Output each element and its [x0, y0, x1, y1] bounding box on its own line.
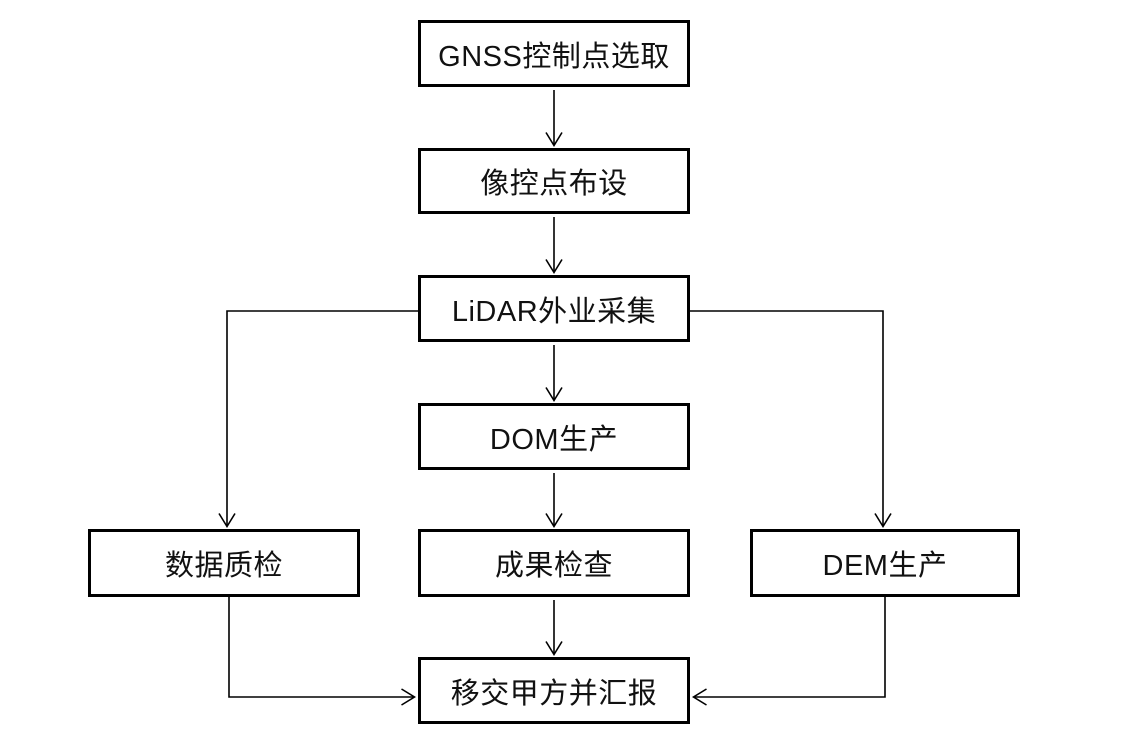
arrow-data-qc-to-handover: [228, 597, 417, 706]
node-handover-and-report: 移交甲方并汇报: [418, 657, 690, 724]
node-result-inspection: 成果检查: [418, 529, 690, 597]
node-gnss-control-point-selection: GNSS控制点选取: [418, 20, 690, 87]
arrow-lidar-to-data-qc: [218, 310, 418, 529]
arrow-dem-to-handover: [691, 597, 886, 706]
node-dom-label: DOM生产: [489, 423, 619, 456]
node-data-quality-check: 数据质检: [88, 529, 360, 597]
node-dom-production: DOM生产: [418, 403, 690, 470]
node-dem-label: DEM生产: [822, 550, 948, 582]
node-result-check-label: 成果检查: [494, 550, 613, 582]
arrow-lidar-to-dem: [690, 310, 892, 529]
node-data-qc-label: 数据质检: [164, 550, 283, 582]
node-handover-label: 移交甲方并汇报: [450, 677, 658, 710]
node-dem-production: DEM生产: [750, 529, 1020, 597]
node-lidar-field-collection: LiDAR外业采集: [418, 275, 690, 342]
node-lidar-label: LiDAR外业采集: [451, 295, 657, 328]
node-image-control-point-layout: 像控点布设: [418, 148, 690, 214]
node-image-control-label: 像控点布设: [480, 168, 628, 200]
node-gnss-label: GNSS控制点选取: [438, 40, 670, 73]
